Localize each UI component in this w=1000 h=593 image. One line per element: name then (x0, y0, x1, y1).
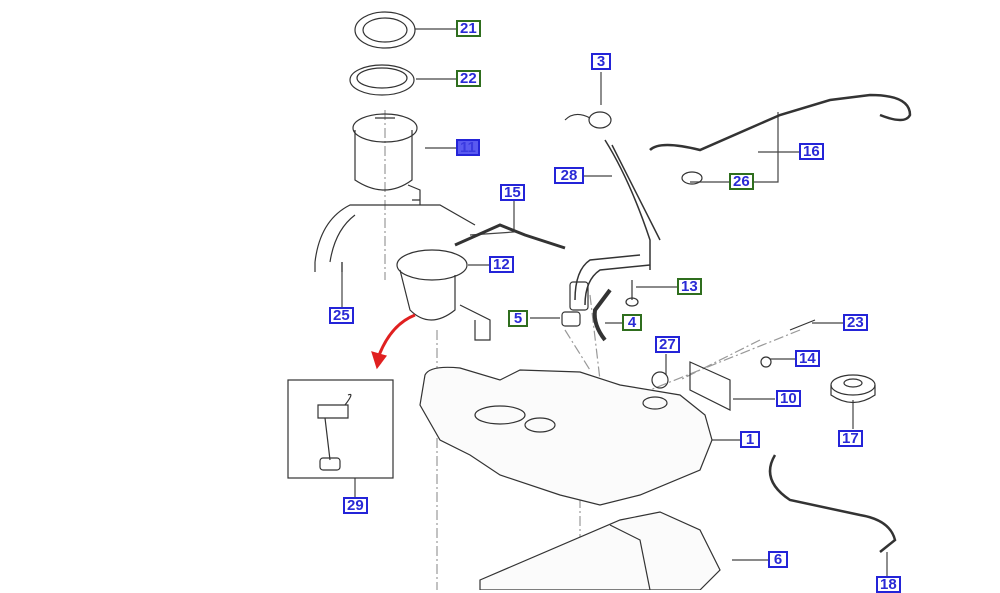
callout-10[interactable]: 10 (776, 390, 801, 407)
callout-13[interactable]: 13 (677, 278, 702, 295)
callout-29[interactable]: 29 (343, 497, 368, 514)
filler-pipe-part (569, 139, 661, 311)
fuel-tank-part (419, 366, 713, 506)
callout-11[interactable]: 11 (456, 139, 480, 156)
callout-27[interactable]: 27 (655, 336, 680, 353)
callout-14[interactable]: 14 (795, 350, 820, 367)
callout-5[interactable]: 5 (508, 310, 528, 327)
callout-12[interactable]: 12 (489, 256, 514, 273)
float-arm-part (317, 393, 352, 471)
fuel-line-part (768, 454, 897, 553)
fuel-sender-part (396, 249, 491, 341)
callout-17[interactable]: 17 (838, 430, 863, 447)
callout-21[interactable]: 21 (456, 20, 481, 37)
bracket-parts (651, 319, 876, 411)
red-arrow-head (371, 351, 388, 370)
hose-part (454, 223, 566, 250)
assembly-lines (384, 110, 801, 590)
filler-cap-part (564, 111, 612, 129)
callout-4[interactable]: 4 (622, 314, 642, 331)
fuel-pump-part (352, 113, 421, 205)
callout-28[interactable]: 28 (554, 167, 584, 184)
callout-18[interactable]: 18 (876, 576, 901, 593)
callout-23[interactable]: 23 (843, 314, 868, 331)
callout-1[interactable]: 1 (740, 431, 760, 448)
callout-26[interactable]: 26 (729, 173, 754, 190)
heat-shield-part (479, 511, 721, 590)
callout-15[interactable]: 15 (500, 184, 525, 201)
wiring-harness-part (314, 204, 476, 272)
small-parts (561, 280, 639, 342)
callout-25[interactable]: 25 (329, 307, 354, 324)
callout-16[interactable]: 16 (799, 143, 824, 160)
vent-pipe-part (649, 93, 912, 185)
callout-6[interactable]: 6 (768, 551, 788, 568)
callout-22[interactable]: 22 (456, 70, 481, 87)
seal-part (349, 64, 415, 96)
callout-3[interactable]: 3 (591, 53, 611, 70)
red-arrow (376, 313, 416, 359)
lock-ring-part (354, 11, 416, 49)
leader-lines (341, 28, 888, 576)
